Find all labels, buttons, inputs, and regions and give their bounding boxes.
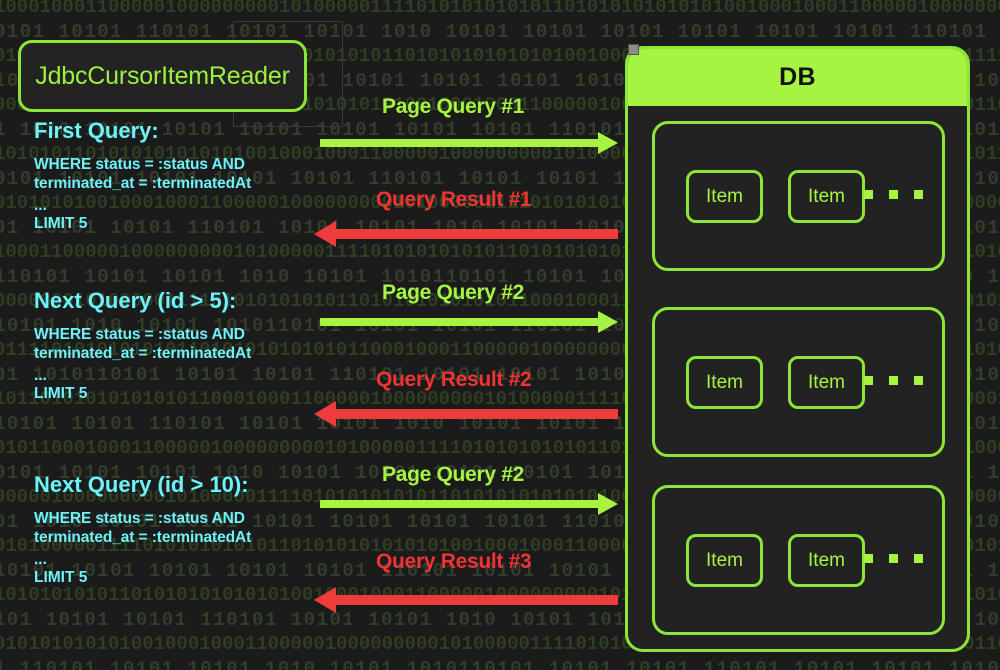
query-block-3: Next Query (id > 10): WHERE status = :st… [34, 472, 334, 587]
query-block-2: Next Query (id > 5): WHERE status = :sta… [34, 288, 334, 403]
arrow-shaft [320, 500, 600, 508]
resize-handle-artifact [628, 44, 639, 55]
arrow-head-left-icon [314, 221, 336, 247]
items-ellipsis-icon [864, 376, 923, 385]
page-query-2-label: Page Query #2 [382, 281, 525, 304]
page-query-1-label: Page Query #1 [382, 95, 525, 118]
item-box: Item [686, 534, 763, 587]
database-title-label: DB [779, 63, 816, 91]
arrow-shaft [334, 595, 618, 605]
item-label: Item [808, 549, 845, 571]
query-result-1-arrow [314, 221, 618, 247]
query-heading: First Query: [34, 118, 159, 143]
arrow-head-right-icon [598, 493, 618, 515]
query-terminated-line: terminated_at = :terminatedAt [34, 175, 252, 192]
page-query-2-arrow [320, 310, 618, 334]
item-box: Item [788, 356, 865, 409]
query-limit-line: LIMIT 5 [34, 569, 88, 586]
items-ellipsis-icon [864, 190, 923, 199]
query-limit-line: LIMIT 5 [34, 385, 88, 402]
page-query-3-label: Page Query #2 [382, 463, 525, 486]
item-box: Item [686, 170, 763, 223]
database-panel: DB Item Item Item Item [625, 46, 970, 652]
item-box: Item [788, 170, 865, 223]
query-where-line: WHERE status = :status AND [34, 510, 245, 527]
arrow-head-left-icon [314, 401, 336, 427]
item-group-3: Item Item [652, 485, 945, 635]
query-ellipsis: ... [34, 367, 47, 384]
query-result-2-arrow [314, 401, 618, 427]
page-query-3-arrow [320, 492, 618, 516]
reader-title-label: JdbcCursorItemReader [35, 61, 290, 90]
item-group-2: Item Item [652, 307, 945, 457]
item-label: Item [706, 549, 743, 571]
item-group-1: Item Item [652, 121, 945, 271]
item-label: Item [706, 371, 743, 393]
query-result-3-label: Query Result #3 [376, 550, 532, 573]
arrow-shaft [320, 139, 600, 147]
item-label: Item [808, 185, 845, 207]
query-block-1: First Query: WHERE status = :status AND … [34, 118, 334, 233]
jdbc-cursor-item-reader-box: JdbcCursorItemReader [18, 40, 307, 112]
items-ellipsis-icon [864, 554, 923, 563]
item-box: Item [686, 356, 763, 409]
query-terminated-line: terminated_at = :terminatedAt [34, 345, 252, 362]
query-where-line: WHERE status = :status AND [34, 156, 245, 173]
query-result-1-label: Query Result #1 [376, 188, 532, 211]
item-box: Item [788, 534, 865, 587]
query-terminated-line: terminated_at = :terminatedAt [34, 529, 252, 546]
arrow-shaft [334, 229, 618, 239]
arrow-shaft [320, 318, 600, 326]
arrow-shaft [334, 409, 618, 419]
page-query-1-arrow [320, 131, 618, 155]
query-ellipsis: ... [34, 551, 47, 568]
item-label: Item [706, 185, 743, 207]
query-limit-line: LIMIT 5 [34, 215, 88, 232]
item-label: Item [808, 371, 845, 393]
query-result-3-arrow [314, 587, 618, 613]
query-heading: Next Query (id > 10): [34, 472, 249, 497]
database-header: DB [628, 49, 967, 106]
arrow-head-left-icon [314, 587, 336, 613]
query-where-line: WHERE status = :status AND [34, 326, 245, 343]
query-heading: Next Query (id > 5): [34, 288, 237, 313]
arrow-head-right-icon [598, 311, 618, 333]
query-ellipsis: ... [34, 197, 47, 214]
query-result-2-label: Query Result #2 [376, 368, 532, 391]
arrow-head-right-icon [598, 132, 618, 154]
